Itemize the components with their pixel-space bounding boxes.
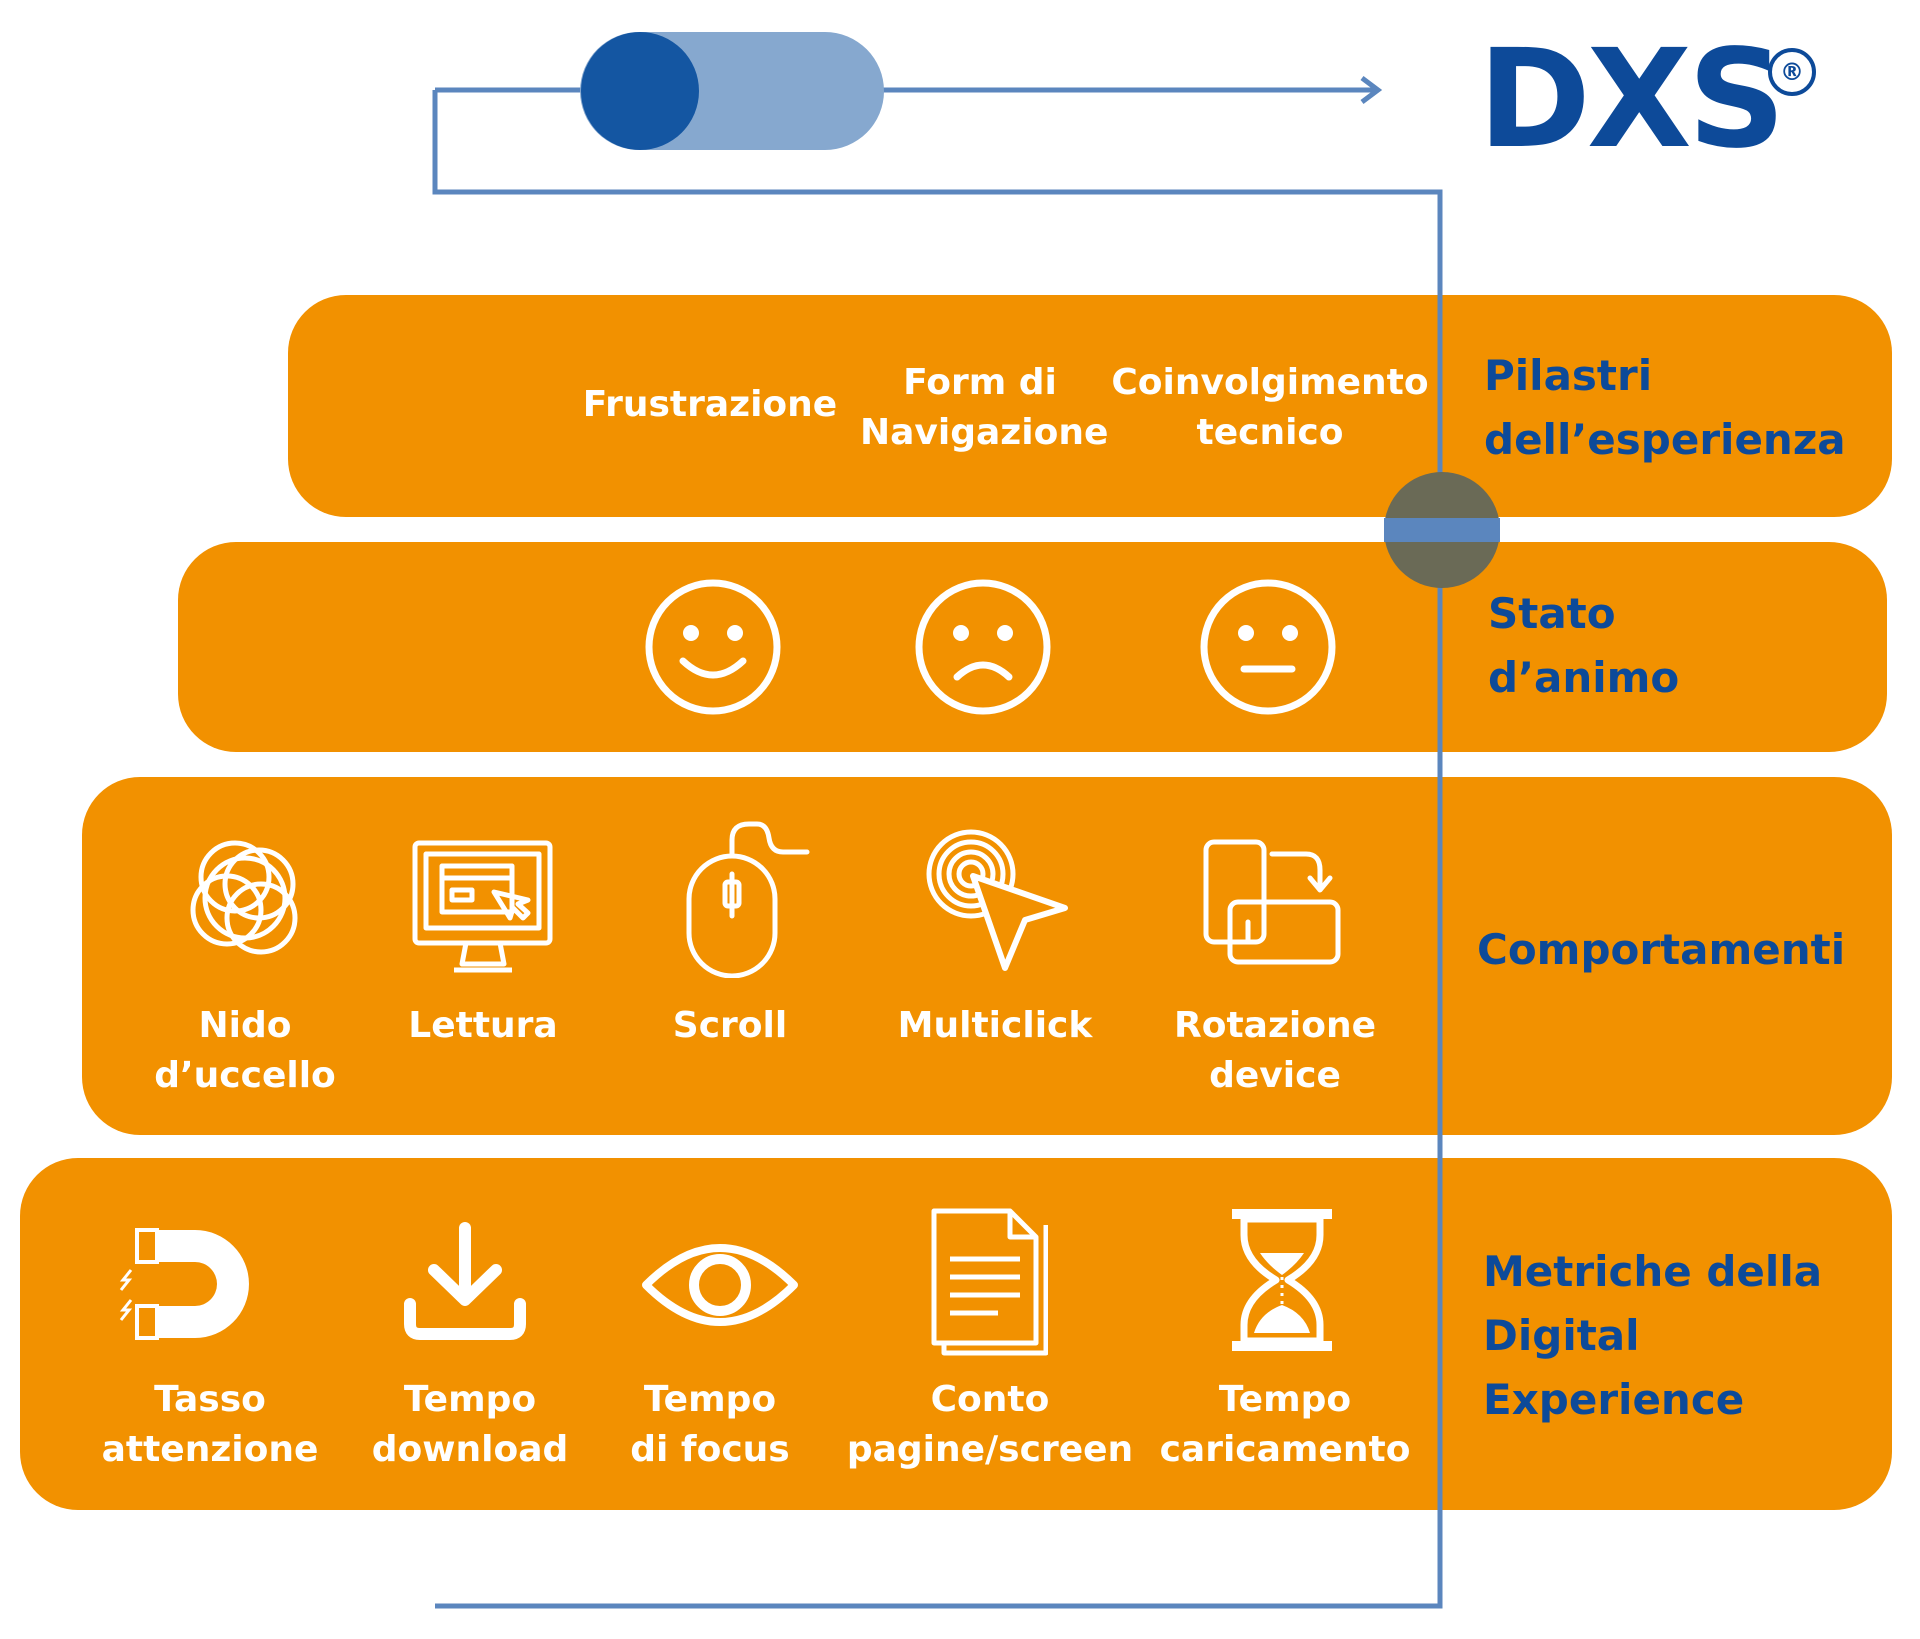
item-coinvolgimento: Coinvolgimento tecnico [1111,362,1429,453]
monitor-reading-icon [412,840,553,973]
item-conto-pagine: Conto pagine/screen [846,1379,1134,1470]
item-multiclick: Multiclick [897,1005,1093,1046]
item-lettura: Lettura [408,1005,558,1046]
item-tempo-caricamento: Tempo caricamento [1159,1379,1411,1470]
item-nido: Nido d’uccello [154,1005,336,1096]
neutral-face-icon [1200,579,1336,715]
item-frustrazione: Frustrazione [582,384,838,425]
device-rotation-icon [1203,839,1341,965]
dxs-logo: DXS [1478,21,1786,179]
item-rotazione: Rotazione device [1173,1005,1377,1096]
label-metriche: Metriche della Digital Experience [1483,1247,1823,1424]
label-comportamenti: Comportamenti [1477,925,1846,974]
label-stato: Stato d’animo [1488,589,1680,702]
flow-arrow-head [1360,76,1383,104]
hourglass-icon [1232,1209,1332,1351]
flow-line-loop [432,90,1443,1609]
magnet-icon [119,1228,249,1340]
bird-nest-icon [190,840,298,955]
flow-node-band [1384,518,1500,542]
band-pilastri [288,295,1892,517]
document-pages-icon [931,1208,1048,1356]
item-tempo-download: Tempo download [371,1379,569,1470]
toggle-knob [581,32,699,150]
band-stato [178,542,1887,752]
item-tasso: Tasso attenzione [101,1379,319,1470]
smile-face-icon [645,579,781,715]
mouse-scroll-icon [686,821,810,978]
item-form-navigazione: Form di Navigazione [860,362,1109,453]
download-icon [404,1222,526,1340]
eye-icon [642,1244,798,1326]
registered-mark: ® [1768,48,1816,96]
frown-face-icon [915,579,1051,715]
item-scroll: Scroll [672,1005,788,1046]
item-tempo-focus: Tempo di focus [630,1379,790,1470]
multiclick-cursor-icon [926,829,1068,971]
label-pilastri: Pilastri dell’esperienza [1484,351,1846,464]
